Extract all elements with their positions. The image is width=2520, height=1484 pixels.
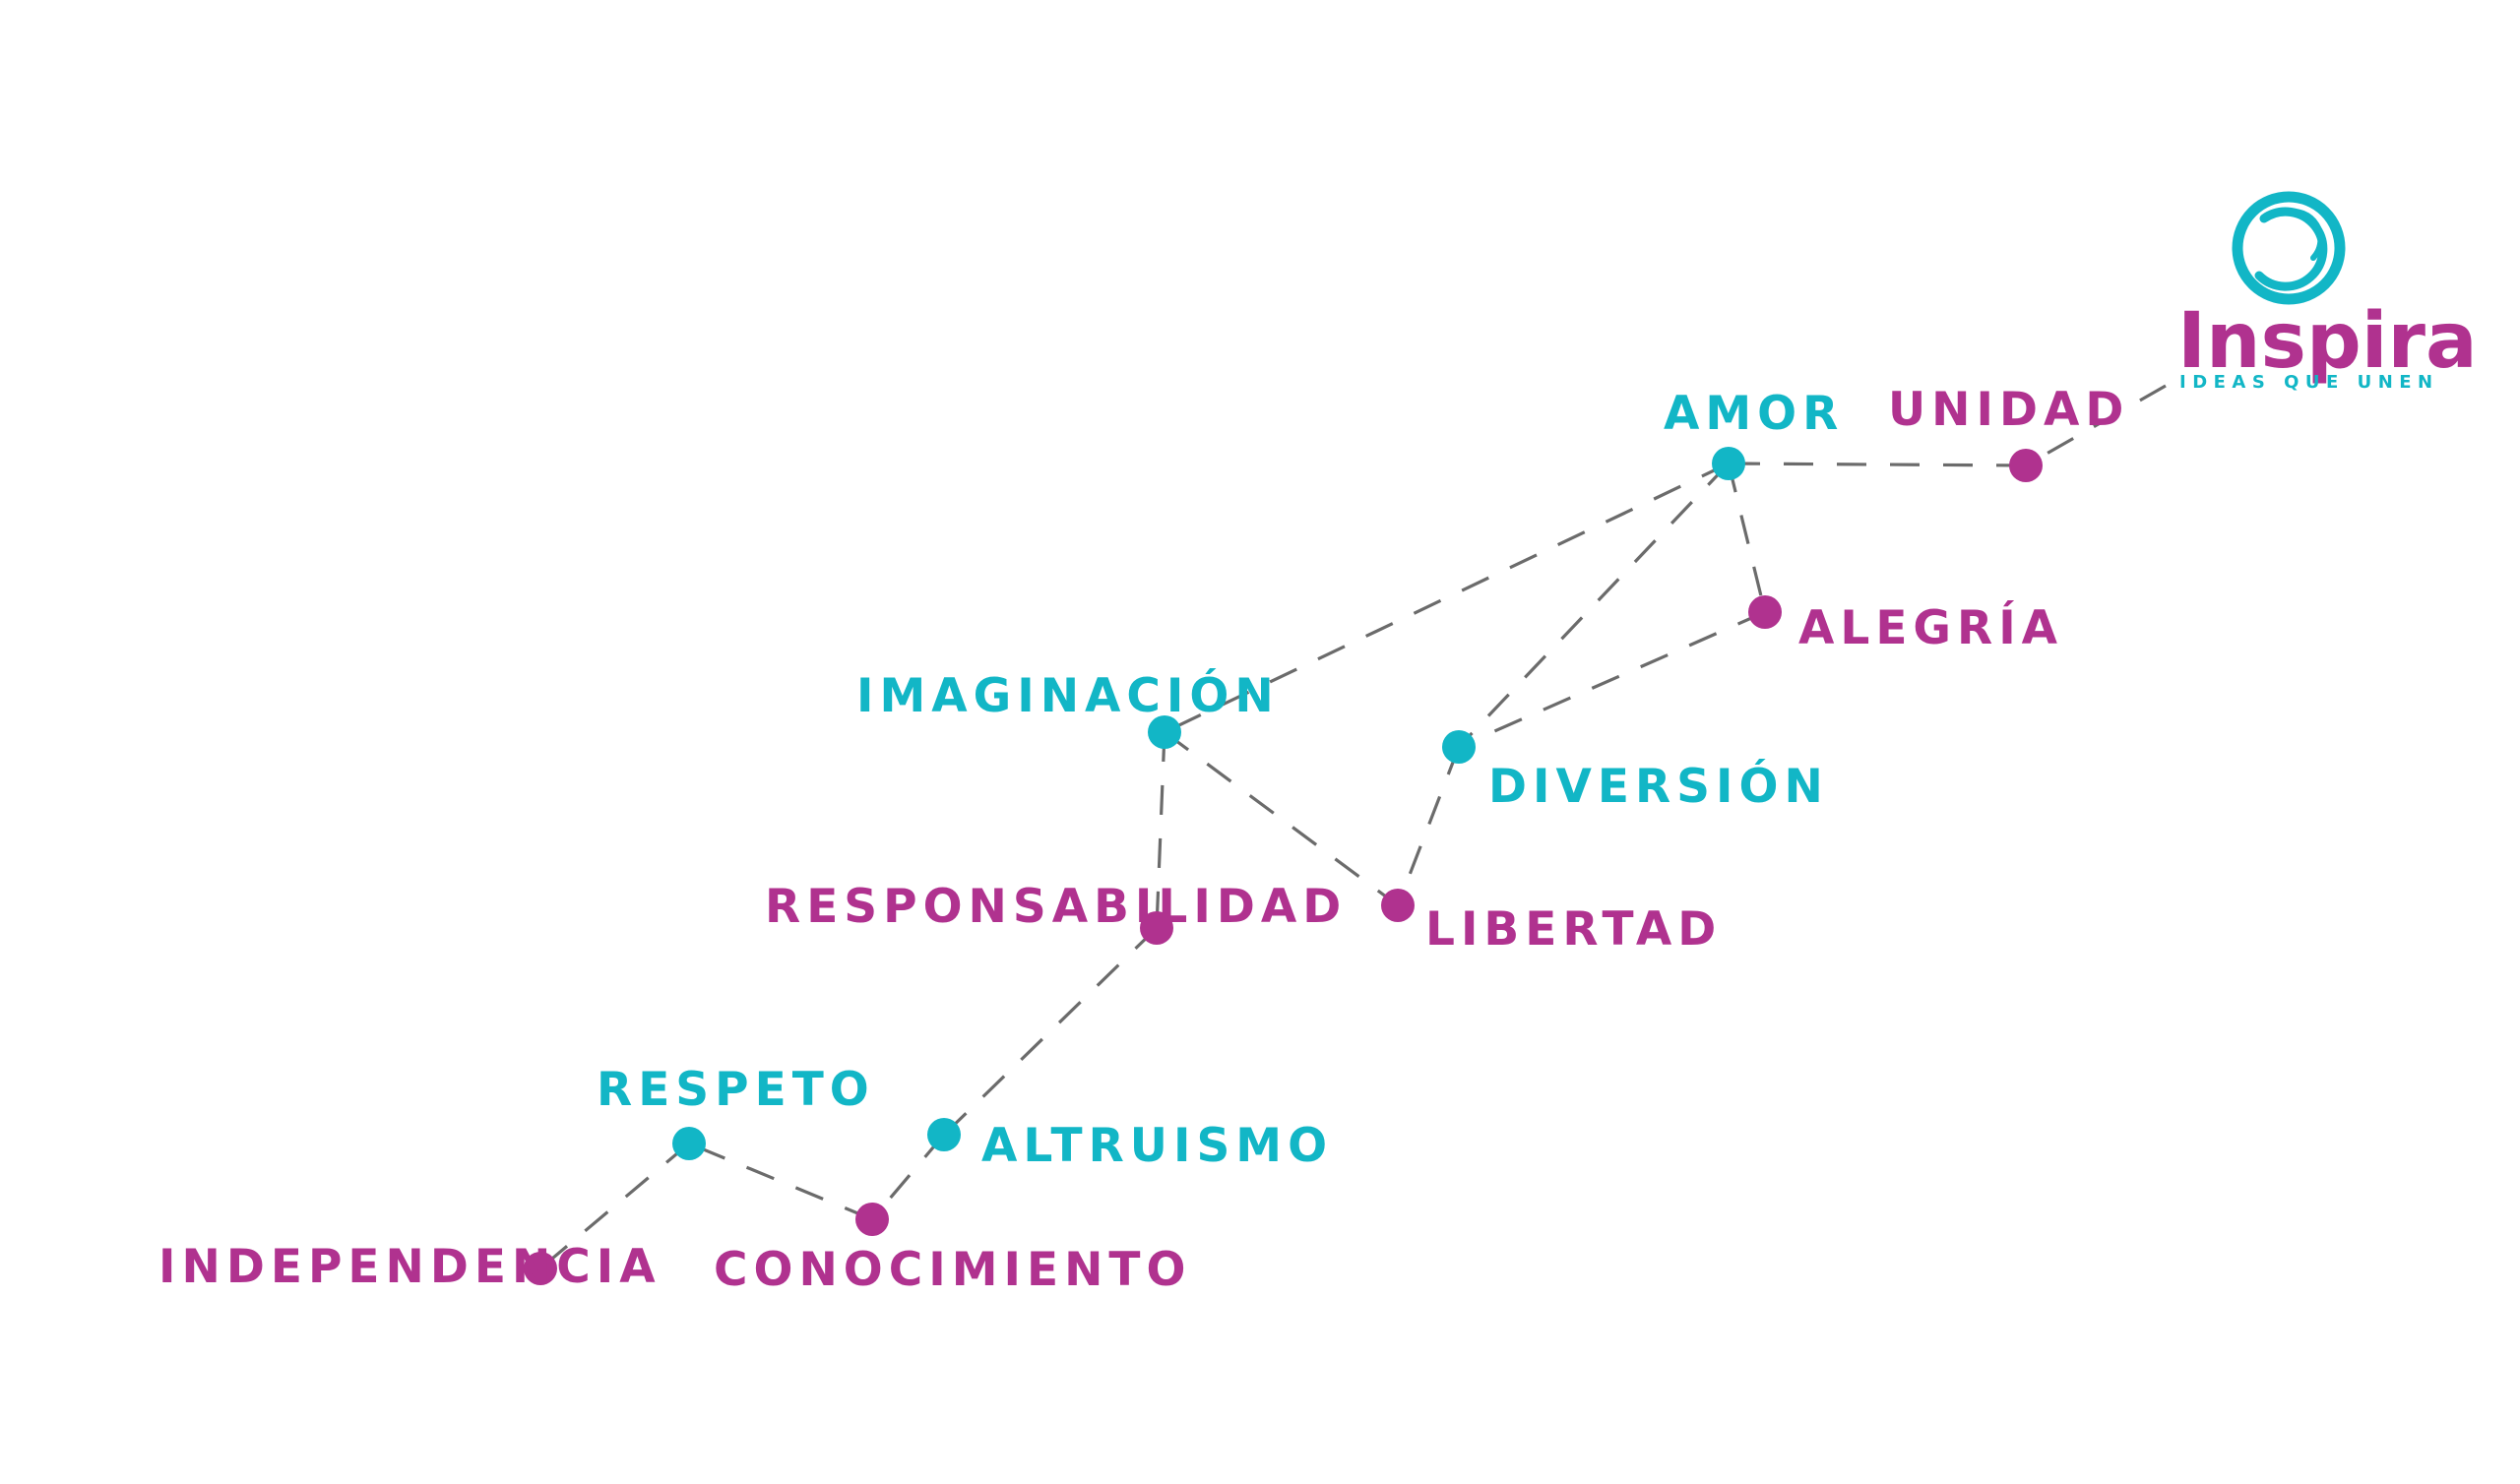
label-imaginacion: IMAGINACIÓN (856, 669, 1280, 723)
node-alegria (1748, 595, 1782, 629)
label-libertad: LIBERTAD (1425, 902, 1722, 957)
node-libertad (1381, 889, 1415, 922)
node-unidad (2009, 449, 2043, 482)
label-conocimiento: CONOCIMIENTO (714, 1243, 1191, 1297)
logo-wordmark: Inspira (2177, 297, 2478, 386)
node-diversion (1442, 730, 1476, 764)
edge-respeto-independencia (538, 1142, 691, 1270)
edge-imaginacion-responsabilidad (1155, 731, 1166, 929)
edge-altruismo-conocimiento (870, 1133, 946, 1221)
node-respeto (672, 1127, 706, 1160)
edge-conocimiento-respeto (688, 1142, 873, 1221)
label-diversion: DIVERSIÓN (1488, 760, 1829, 814)
edge-logo-unidad (2025, 384, 2167, 467)
label-independencia: INDEPENDENCIA (158, 1240, 662, 1294)
edge-amor-diversion (1457, 462, 1731, 749)
label-altruismo: ALTRUISMO (981, 1119, 1333, 1173)
inspira-logo: Inspira IDEAS QUE UNEN (2177, 191, 2478, 393)
node-independencia (524, 1252, 557, 1285)
label-respeto: RESPETO (597, 1063, 875, 1117)
value-nodes (524, 447, 2043, 1285)
node-responsabilidad (1140, 911, 1173, 945)
ring-swirl-icon (2232, 191, 2346, 305)
label-amor: AMOR (1664, 387, 1844, 441)
edge-diversion-libertad (1396, 746, 1461, 906)
edge-amor-alegria (1727, 463, 1767, 613)
label-unidad: UNIDAD (1888, 383, 2129, 437)
label-responsabilidad: RESPONSABILIDAD (765, 880, 1347, 934)
edge-alegria-diversion (1458, 610, 1766, 749)
label-alegria: ALEGRÍA (1798, 601, 2063, 655)
edge-unidad-amor (1728, 462, 2027, 467)
node-amor (1712, 447, 1745, 480)
node-conocimiento (855, 1203, 889, 1236)
edge-responsabilidad-altruismo (942, 926, 1159, 1137)
value-labels: AMOR UNIDAD ALEGRÍA IMAGINACIÓN DIVERSIÓN LIB… (158, 383, 2129, 1297)
connector-lines (538, 384, 2167, 1270)
logo-tagline: IDEAS QUE UNEN (2179, 372, 2439, 393)
node-altruismo (927, 1118, 961, 1151)
node-imaginacion (1148, 715, 1181, 749)
